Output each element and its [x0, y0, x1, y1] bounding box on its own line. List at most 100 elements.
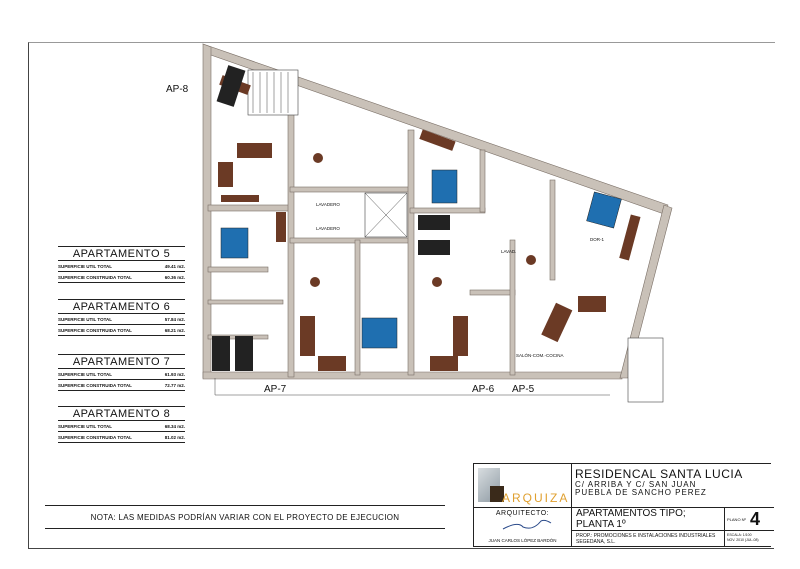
row-label: SUPERFICIE CONSTRUIDA TOTAL — [58, 328, 132, 333]
table-row: SUPERFICIE UTIL TOTAL 49.41 m2. — [58, 261, 185, 272]
room-label-lavadero: LAVADERO — [316, 202, 340, 207]
row-value: 68.34 m2. — [164, 424, 185, 429]
apartment-title: APARTAMENTO 5 — [58, 246, 185, 261]
logo-text: ARQUIZA — [502, 491, 570, 505]
interior-wall — [287, 111, 295, 378]
table-row: SUPERFICIE UTIL TOTAL 57.84 m2. — [58, 314, 185, 325]
interior-wall — [207, 266, 269, 273]
tv-unit — [221, 195, 259, 202]
sofa — [318, 356, 346, 371]
plano-number: 4 — [750, 508, 761, 529]
apartment-5-table: APARTAMENTO 5 SUPERFICIE UTIL TOTAL 49.41… — [58, 246, 185, 283]
plano-box: PLANO Nº 4 — [724, 508, 774, 531]
interior-wall — [549, 179, 556, 281]
project-box: RESIDENCAL SANTA LUCIA C/ ARRIBA Y C/ SA… — [572, 464, 774, 508]
note: NOTA: LAS MEDIDAS PODRÍAN VARIAR CON EL … — [45, 505, 445, 529]
row-value: 60.36 m2. — [164, 275, 185, 280]
room-label-lavadero: LAVADERO — [316, 226, 340, 231]
drawing-title: APARTAMENTOS TIPO; PLANTA 1º — [572, 508, 726, 531]
table-row: SUPERFICIE CONSTRUIDA TOTAL 81.02 m2. — [58, 432, 185, 443]
address-line-2: PUEBLA DE SANCHO PEREZ — [575, 488, 707, 497]
bed — [431, 169, 458, 204]
drawing-frame — [28, 42, 775, 548]
room-label-dormitorio: DOR-1 — [590, 237, 604, 242]
row-label: SUPERFICIE UTIL TOTAL — [58, 317, 113, 322]
row-value: 57.84 m2. — [164, 317, 185, 322]
table-row: SUPERFICIE UTIL TOTAL 61.93 m2. — [58, 369, 185, 380]
dining-table — [310, 277, 320, 287]
apartment-title: APARTAMENTO 7 — [58, 354, 185, 369]
dining-table — [526, 255, 536, 265]
project-name: RESIDENCAL SANTA LUCIA — [575, 467, 743, 481]
arquiza-logo: ARQUIZA — [474, 464, 572, 508]
interior-wall — [289, 186, 411, 193]
date: NOV. 2010 (JUL-08) — [727, 538, 759, 542]
dining-table — [313, 153, 323, 163]
sofa — [430, 356, 458, 371]
row-value: 72.77 m2. — [164, 383, 185, 388]
apartment-title: APARTAMENTO 8 — [58, 406, 185, 421]
bed-twin — [212, 336, 230, 371]
bed-twin — [216, 65, 246, 107]
row-value: 81.02 m2. — [164, 435, 185, 440]
table-row: SUPERFICIE CONSTRUIDA TOTAL 68.21 m2. — [58, 325, 185, 336]
sofa — [453, 316, 468, 356]
interior-wall — [409, 207, 486, 214]
architect-signature — [502, 519, 551, 530]
row-label: SUPERFICIE UTIL TOTAL — [58, 424, 113, 429]
exterior-wall-bottom — [202, 371, 623, 380]
owner: PROP.: PROMOCIONES E INSTALACIONES INDUS… — [576, 532, 716, 545]
room-label-salon: SALÓN-COM.-COCINA — [516, 352, 564, 358]
bed — [586, 191, 622, 229]
scale: ESCALA: 1/100 — [727, 533, 752, 537]
apartment-title: APARTAMENTO 6 — [58, 299, 185, 314]
sofa — [218, 162, 233, 187]
unit-label-ap5: AP-5 — [512, 384, 535, 395]
wardrobe — [276, 212, 286, 242]
interior-wall — [479, 149, 486, 213]
interior-wall — [354, 239, 361, 376]
table-row: SUPERFICIE UTIL TOTAL 68.34 m2. — [58, 421, 185, 432]
row-value: 68.21 m2. — [164, 328, 185, 333]
unit-label-ap6: AP-6 — [472, 384, 495, 395]
exterior-stair — [627, 337, 664, 403]
unit-label-ap7: AP-7 — [264, 384, 287, 395]
interior-wall — [407, 129, 415, 376]
table-row: SUPERFICIE CONSTRUIDA TOTAL 72.77 m2. — [58, 380, 185, 391]
architect-name: JUAN CARLOS LÓPEZ BARDÓN — [488, 538, 557, 543]
row-value: 61.93 m2. — [164, 372, 185, 377]
row-label: SUPERFICIE CONSTRUIDA TOTAL — [58, 275, 132, 280]
scale-box: ESCALA: 1/100 NOV. 2010 (JUL-08) — [724, 531, 774, 546]
stair — [247, 69, 299, 116]
interior-wall — [469, 289, 516, 296]
sofa — [578, 296, 606, 312]
architect-box: ARQUITECTO: JUAN CARLOS LÓPEZ BARDÓN — [474, 507, 572, 546]
bed-twin — [418, 215, 450, 230]
apartment-7-table: APARTAMENTO 7 SUPERFICIE UTIL TOTAL 61.93… — [58, 354, 185, 391]
row-label: SUPERFICIE UTIL TOTAL — [58, 372, 113, 377]
table-row: SUPERFICIE CONSTRUIDA TOTAL 60.36 m2. — [58, 272, 185, 283]
row-label: SUPERFICIE CONSTRUIDA TOTAL — [58, 383, 132, 388]
wardrobe — [419, 129, 456, 151]
wardrobe — [619, 214, 641, 261]
room-label-lavad: LAVAD. — [501, 249, 516, 254]
bed — [220, 227, 249, 259]
dining-table — [432, 277, 442, 287]
logo-block — [490, 486, 504, 502]
interior-wall — [509, 239, 516, 376]
interior-wall — [207, 299, 284, 305]
row-label: SUPERFICIE CONSTRUIDA TOTAL — [58, 435, 132, 440]
address-line-1: C/ ARRIBA Y C/ SAN JUAN — [575, 480, 697, 489]
plano-label: PLANO Nº — [727, 516, 747, 522]
architect-label: ARQUITECTO: — [495, 510, 550, 517]
unit-label-ap8: AP-8 — [166, 84, 189, 95]
sofa — [237, 143, 272, 158]
row-value: 49.41 m2. — [164, 264, 185, 269]
bed-twin — [235, 336, 253, 371]
interior-wall — [207, 204, 294, 212]
apartment-8-table: APARTAMENTO 8 SUPERFICIE UTIL TOTAL 68.34… — [58, 406, 185, 443]
row-label: SUPERFICIE UTIL TOTAL — [58, 264, 113, 269]
interior-wall — [289, 237, 411, 244]
bed-twin — [418, 240, 450, 255]
